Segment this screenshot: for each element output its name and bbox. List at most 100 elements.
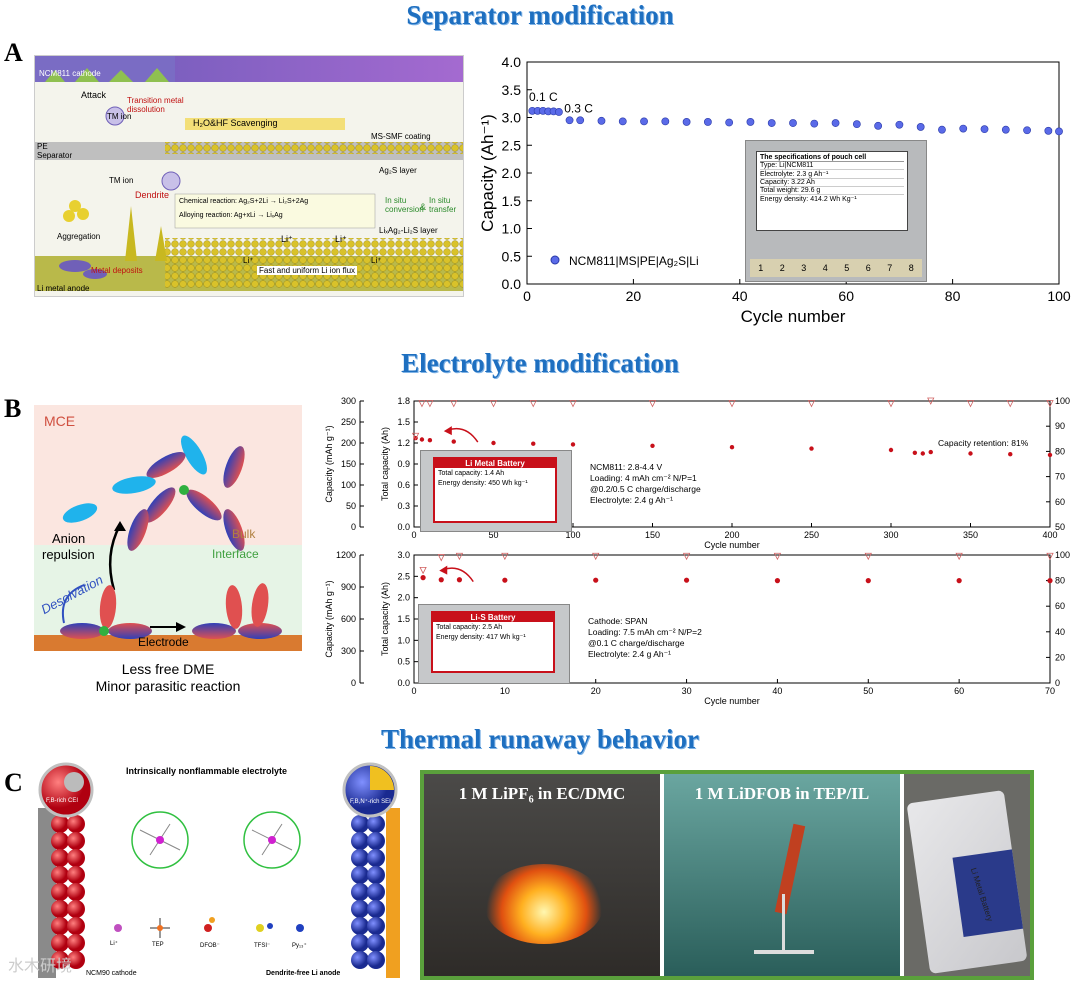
label-anode: Li metal anode [37, 284, 90, 293]
data-point [565, 116, 574, 125]
cathode-particle [51, 934, 69, 952]
ce-point [966, 400, 975, 408]
cathode-particle [51, 815, 69, 833]
data-point [959, 124, 968, 133]
caption-parasitic: Minor parasitic reaction [95, 678, 241, 694]
y-outer-tick-label: 0 [351, 522, 356, 532]
sample-base [754, 950, 814, 954]
photo-frame: 1 M LiPF₆ in EC/DMC 1 M LiDFOB in TEP/IL… [420, 770, 1034, 980]
li-metal-spec: Total capacity: 1.4 Ah [438, 470, 505, 477]
label-and: & [420, 202, 427, 212]
y-outer-tick-label: 600 [341, 614, 356, 624]
li-metal-battery-title: Li Metal Battery [435, 459, 555, 468]
cathode-particle [67, 951, 85, 969]
capacity-point [774, 578, 781, 584]
ce-point [437, 554, 445, 562]
x-tick-label: 60 [838, 288, 854, 304]
label-mce: MCE [44, 413, 76, 429]
y-outer-axis-label: Capacity (mAh g⁻¹) [324, 580, 334, 657]
electrode-bar [34, 635, 302, 651]
x-tick-label: 400 [1042, 530, 1057, 540]
data-point [640, 117, 648, 126]
legend-tep: TEP [152, 942, 164, 948]
y-inner-tick-label: 0.3 [397, 501, 410, 511]
section-title-thermal: Thermal runaway behavior [380, 724, 699, 754]
label-li-plus-1: Li⁺ [281, 234, 293, 244]
nonflammable-heading: Intrinsically nonflammable electrolyte [126, 766, 288, 776]
ce-point [569, 400, 577, 408]
molecule-svg [60, 435, 282, 639]
label-interface: Interface [212, 547, 259, 561]
x-tick-label: 300 [883, 530, 898, 540]
anode-particle [367, 900, 385, 918]
y2-tick-label: 50 [1055, 522, 1065, 532]
ce-point [773, 552, 782, 561]
legend-dfob: DFOB⁻ [200, 943, 220, 949]
cathode-particle [67, 832, 85, 850]
x-tick-label: 250 [804, 530, 819, 540]
legend-li: Li⁺ [110, 941, 118, 947]
anode-particle [367, 832, 385, 850]
y2-tick-label: 40 [1055, 627, 1065, 637]
nonflammable-svg [38, 762, 400, 978]
label-alloy-reaction: Alloying reaction: Ag+xLi → LiₓAg [179, 212, 283, 219]
capacity-point [928, 449, 933, 455]
data-point [1055, 127, 1063, 136]
x-tick-label: 40 [772, 686, 782, 696]
y-tick-label: 4.0 [502, 54, 522, 70]
ce-point [1046, 400, 1054, 408]
cathode-particle [67, 866, 85, 884]
y-tick-label: 1.0 [502, 221, 522, 237]
anode-particle [351, 951, 369, 969]
y2-tick-label: 80 [1055, 576, 1065, 586]
label-anion: Anion [52, 531, 86, 546]
ruler-mark: 1 [758, 263, 764, 273]
capacity-point [570, 442, 576, 447]
cathode-particle [51, 917, 69, 935]
nonflammable-schematic: Intrinsically nonflammable electrolyte F… [30, 760, 410, 982]
x-tick-label: 150 [645, 530, 660, 540]
label-ag2s-layer: Ag₂S layer [379, 166, 417, 175]
y2-tick-label: 90 [1055, 421, 1065, 431]
data-point [852, 120, 861, 129]
y-inner-tick-label: 0.0 [397, 678, 410, 688]
y-tick-label: 2.0 [502, 165, 522, 181]
legend-py13: Py₁₃⁺ [292, 943, 307, 949]
anode-particle [367, 951, 385, 969]
ce-point [682, 552, 691, 561]
y-outer-tick-label: 50 [346, 501, 356, 511]
annotation-01c: 0.1 C [529, 90, 558, 104]
series-arrow-head [439, 565, 448, 575]
cathode-particle [51, 849, 69, 867]
y-outer-axis-label: Capacity (mAh g⁻¹) [324, 425, 334, 502]
photo-lipf6-fire: 1 M LiPF₆ in EC/DMC [424, 774, 660, 976]
pouch-spec-row: Energy density: 414.2 Wh Kg⁻¹ [760, 196, 857, 203]
capacity-point [491, 440, 496, 446]
cathode-particle [67, 917, 85, 935]
data-point [682, 118, 691, 126]
label-metal-deposits: Metal deposits [91, 266, 143, 275]
label-cathode: NCM811 cathode [39, 69, 101, 78]
data-point [810, 119, 819, 128]
section-title-electrolyte: Electrolyte modification [401, 348, 679, 378]
label-attack: Attack [81, 90, 107, 100]
x-axis-label: Cycle number [741, 307, 846, 326]
ruler-mark: 4 [822, 263, 828, 273]
capacity-point [683, 577, 690, 583]
label-pe-separator: PE Separator [37, 142, 73, 160]
y-outer-tick-label: 300 [341, 396, 356, 406]
panel-letter-c: C [4, 768, 23, 797]
sample-holder [782, 894, 785, 954]
label-li-plus-4: Li⁺ [371, 256, 382, 265]
x-tick-label: 100 [565, 530, 580, 540]
note-line: @0.1 C charge/discharge [588, 638, 685, 648]
capacity-point [729, 445, 735, 450]
label-flux: Fast and uniform Li ion flux [257, 266, 358, 275]
photo-pouch-cell: Li Metal Battery [904, 774, 1030, 976]
watermark: 水木研境 [8, 958, 73, 975]
ce-point [927, 397, 935, 405]
ce-point [419, 566, 427, 575]
separator-schematic-svg [35, 56, 463, 291]
